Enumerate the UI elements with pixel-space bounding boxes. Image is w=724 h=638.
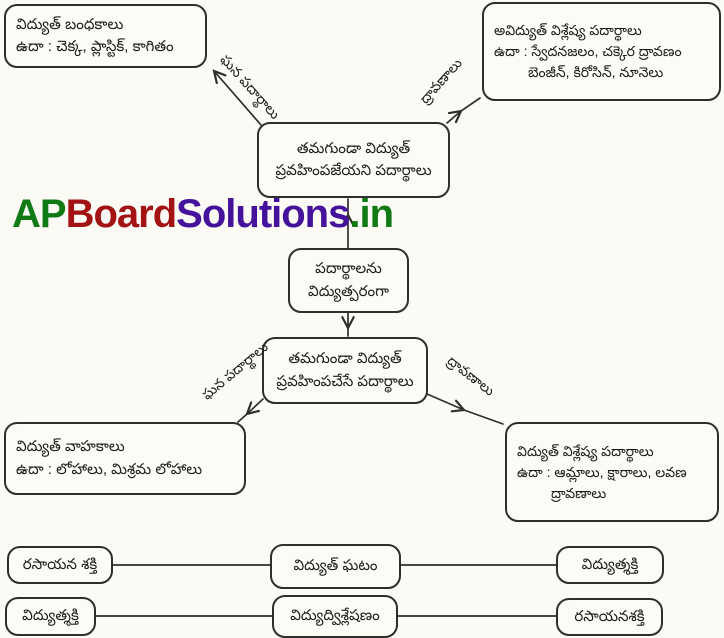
- node-non-conducting-group: తమగుండా విద్యుత్ ప్రవహింపజేయని పదార్థాలు: [257, 122, 450, 198]
- node-electrical-energy-row2: విద్యుత్శక్తి: [5, 597, 96, 636]
- node-non-conducting-group-line1: తమగుండా విద్యుత్: [296, 139, 411, 157]
- node-insulators: విద్యుత్ బంధకాలు ఉదా : చెక్క, ప్లాస్టిక్…: [4, 4, 207, 68]
- node-conductors-title: విద్యుత్ వాహకాలు: [16, 438, 125, 455]
- node-electrolytes-example1: ఉదా : ఆమ్లాలు, క్షారాలు, లవణ: [517, 463, 687, 480]
- node-insulators-example: ఉదా : చెక్క, ప్లాస్టిక్, కాగితం: [16, 38, 174, 55]
- node-root-line2: విద్యుత్పరంగా: [308, 282, 389, 300]
- node-conductors-example: ఉదా : లోహాలు, మిశ్రమ లోహాలు: [16, 460, 203, 478]
- node-conducting-group: తమగుండా విద్యుత్ ప్రవహింపచేసే పదార్థాలు: [262, 337, 428, 404]
- node-electrolytes-example2: ద్రావణాలు: [551, 484, 607, 501]
- edge-groupbottom-to-electrolytes: [426, 393, 504, 425]
- node-non-electrolytes-example2: బెంజీన్, కిరోసిన్, నూనెలు: [528, 64, 664, 80]
- node-conductors: విద్యుత్ వాహకాలు ఉదా : లోహాలు, మిశ్రమ లో…: [4, 422, 246, 495]
- edge-groupbottom-to-conductors: [237, 398, 264, 423]
- node-electrical-energy-row1: విద్యుత్శక్తి: [556, 546, 664, 584]
- node-insulators-title: విద్యుత్ బంధకాలు: [16, 15, 124, 33]
- edge-grouptop-to-non-electrolytes: [446, 97, 481, 124]
- node-root-line1: పదార్థాలను: [315, 260, 382, 277]
- node-non-electrolytes-example1: ఉదా : స్వేదనజలం, చక్కెర ద్రావణం: [494, 43, 682, 59]
- node-non-conducting-group-line2: ప్రవహింపజేయని పదార్థాలు: [275, 162, 432, 179]
- node-conducting-group-line1: తమగుండా విద్యుత్: [288, 350, 402, 367]
- edge-grouptop-to-insulators: [212, 69, 262, 126]
- node-conducting-group-line2: ప్రవహింపచేసే పదార్థాలు: [276, 372, 414, 390]
- node-non-electrolytes: అవిద్యుత్ విశ్లేష్య పదార్థాలు ఉదా : స్వే…: [482, 2, 721, 101]
- node-electrolytes: విద్యుత్ విశ్లేష్య పదార్థాలు ఉదా : ఆమ్లా…: [505, 422, 719, 522]
- node-non-electrolytes-title: అవిద్యుత్ విశ్లేష్య పదార్థాలు: [494, 22, 642, 38]
- node-electrolytes-title: విద్యుత్ విశ్లేష్య పదార్థాలు: [517, 442, 654, 459]
- node-chemical-energy-row2: రసాయనశక్తి: [556, 598, 663, 636]
- node-electric-cell: విద్యుత్ ఘటం: [270, 544, 401, 589]
- node-electrolysis: విద్యుద్విశ్లేషణం: [272, 595, 398, 638]
- node-root-classification: పదార్థాలను విద్యుత్పరంగా: [288, 248, 409, 313]
- node-chemical-energy-row1: రసాయన శక్తి: [7, 546, 113, 584]
